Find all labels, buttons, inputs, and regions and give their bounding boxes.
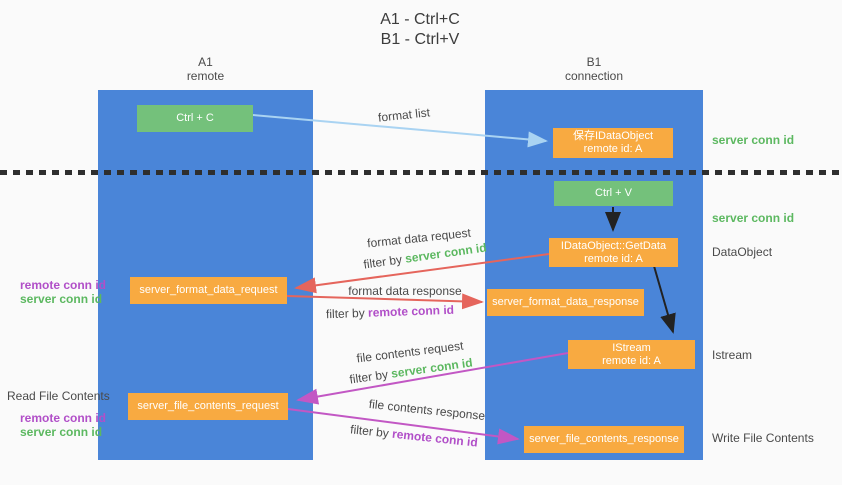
annotation-server-conn-id-2: server conn id [20,425,103,439]
label-remote-conn-id: remote conn id [367,302,455,320]
lifeline-b1-role: connection [564,69,624,83]
label-file-contents-response: file contents response [368,396,486,424]
label-remote-conn-id: remote conn id [391,426,479,450]
node-istream-line1: IStream [612,341,651,354]
annotation-remote-conn-id-1: remote conn id [20,278,107,292]
annotation-server-conn-id-1: server conn id [20,292,103,306]
annotation-server-conn-id-top: server conn id [712,133,795,147]
node-getdata-line1: IDataObject::GetData [560,239,667,252]
annotation-istream: Istream [712,348,753,362]
lifeline-header-a1: A1 remote [98,55,313,83]
label-format-list: format list [377,105,431,125]
lifeline-a1-name: A1 [198,55,213,69]
annotation-server-conn-id-mid: server conn id [712,211,795,225]
annotation-dataobject: DataObject [712,245,773,259]
title-line-b1: B1 - Ctrl+V [380,31,460,48]
label-filter-by-prefix: filter by [325,305,369,322]
label-filter-by-remote-conn-id-2: filter by remote conn id [339,421,490,451]
label-format-data-response: format data response [348,284,462,298]
node-server-format-data-request: server_format_data_request [130,277,287,304]
title-line-a1: A1 - Ctrl+C [380,11,460,28]
node-server-format-data-response-label: server_format_data_response [492,296,639,308]
node-istream-line2: remote id: A [602,354,661,367]
node-save-idataobject-line1: 保存IDataObject [572,130,654,142]
annotation-read-file-contents: Read File Contents [7,389,110,403]
node-ctrl-c: Ctrl + C [137,105,253,132]
lifeline-b1-name: B1 [586,55,602,69]
annotation-write-file-contents: Write File Contents [712,431,814,445]
node-save-idataobject-line2: remote id: A [583,143,643,155]
annotation-remote-conn-id-2: remote conn id [20,411,107,425]
node-server-file-contents-request: server_file_contents_request [128,393,288,420]
node-server-file-contents-request-label: server_file_contents_request [137,400,279,412]
node-server-format-data-request-label: server_format_data_request [139,284,278,296]
node-server-file-contents-response: server_file_contents_response [524,426,684,453]
phase-separator-dotted-line [0,170,842,175]
label-filter-by-prefix: filter by [362,251,407,272]
label-filter-by-prefix: filter by [348,366,393,387]
node-ctrl-v: Ctrl + V [554,181,673,206]
node-idataobject-getdata: IDataObject::GetData remote id: A [549,238,678,267]
node-server-file-contents-response-label: server_file_contents_response [529,433,679,445]
node-server-format-data-response: server_format_data_response [487,289,644,316]
label-filter-by-remote-conn-id-1: filter by remote conn id [320,303,460,322]
lifeline-a1-role: remote [186,69,225,83]
label-filter-by-prefix: filter by [349,422,393,441]
node-save-idataobject: 保存IDataObject remote id: A [553,128,673,158]
lifeline-header-b1: B1 connection [485,55,703,83]
node-ctrl-c-label: Ctrl + C [176,112,214,124]
diagram-title: A1 - Ctrl+C B1 - Ctrl+V [300,10,540,50]
node-ctrl-v-label: Ctrl + V [595,187,632,199]
node-getdata-line2: remote id: A [584,252,643,265]
node-istream: IStream remote id: A [568,340,695,369]
